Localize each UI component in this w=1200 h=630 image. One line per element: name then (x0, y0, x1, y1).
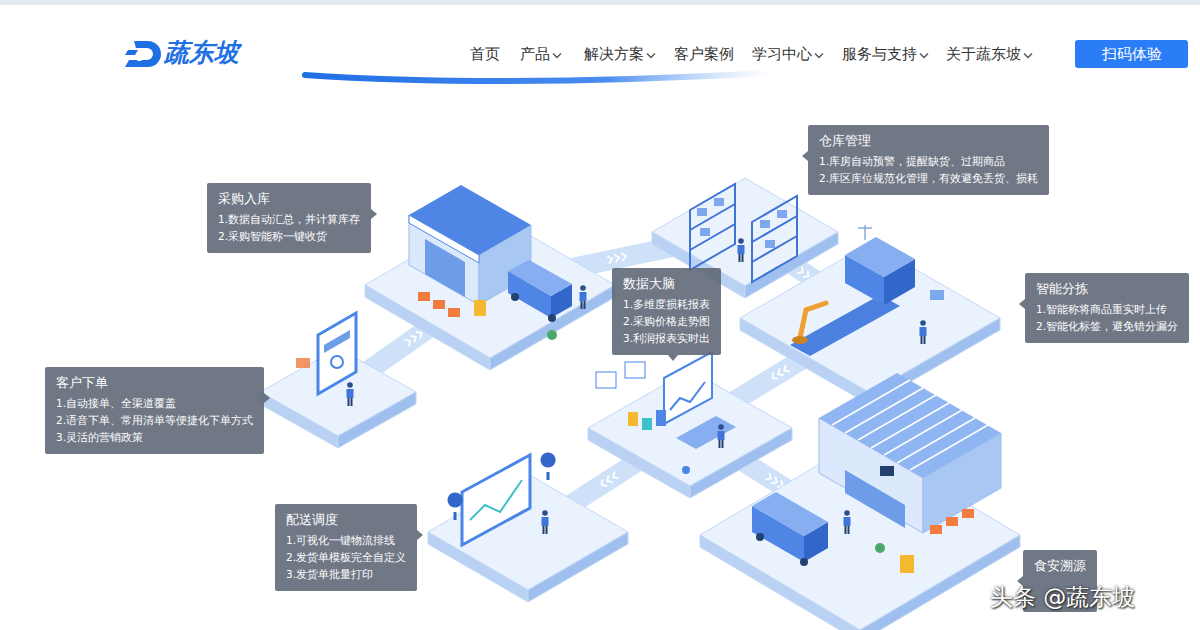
callout-item: 3.发货单批量打印 (286, 566, 406, 583)
logo-icon (125, 41, 161, 67)
callout-item: 2.语音下单、常用清单等便捷化下单方式 (56, 412, 253, 429)
nav-item: 首页 (470, 45, 500, 64)
callout-heading: 食安溯源 (1034, 557, 1086, 575)
callout-item: 2.库区库位规范化管理，有效避免丢货、损耗 (819, 170, 1038, 187)
callout-item: 2.采购价格走势图 (623, 313, 710, 330)
nav-chevron (552, 52, 562, 60)
callout-item: 1.库房自动预警，提醒缺货、过期商品 (819, 153, 1038, 170)
cta-button: 扫码体验 (1075, 40, 1188, 68)
nav-item: 产品 (520, 45, 550, 64)
callout-heading: 智能分拣 (1036, 280, 1178, 298)
callout-box: 配送调度 1.可视化一键物流排线2.发货单模板完全自定义3.发货单批量打印 (275, 504, 417, 591)
order-phone (296, 313, 356, 406)
nav-swoosh (305, 73, 770, 81)
platforms (260, 178, 1020, 630)
callout-item: 2.发货单模板完全自定义 (286, 549, 406, 566)
nav-chevron (1023, 52, 1033, 60)
nav-chevron-path (815, 53, 823, 57)
callout-item: 1.数据自动汇总，并计算库存 (218, 211, 360, 228)
callout-item: 2.智能化标签，避免错分漏分 (1036, 318, 1178, 335)
nav-chevron-path (553, 53, 561, 57)
callout-heading: 采购入库 (218, 190, 360, 208)
nav-chevron (646, 52, 656, 60)
nav-chevron-path (920, 53, 928, 57)
nav-item: 解决方案 (584, 45, 644, 64)
nav-chevron-path (1024, 53, 1032, 57)
callout-heading: 数据大脑 (623, 275, 710, 293)
warehouse-building (409, 185, 587, 340)
nav-item: 客户案例 (674, 45, 734, 64)
callout-item: 3.灵活的营销政策 (56, 429, 253, 446)
callout-heading: 配送调度 (286, 511, 406, 529)
callout-box: 数据大脑 1.多维度损耗报表2.采购价格走势图3.利润报表实时出 (612, 268, 721, 355)
callout-heading: 仓库管理 (819, 132, 1038, 150)
nav-chevron-path (647, 53, 655, 57)
data-screen (596, 352, 736, 474)
callout-item: 2.采购智能称一键收货 (218, 228, 360, 245)
callout-item: 1.自动接单、全渠道覆盖 (56, 395, 253, 412)
logo-text: 蔬东坡 (164, 36, 239, 69)
sorting-line (790, 225, 944, 356)
callout-box: 客户下单 1.自动接单、全渠道覆盖2.语音下单、常用清单等便捷化下单方式3.灵活的… (45, 367, 264, 454)
nav-chevron (919, 52, 929, 60)
nav-item: 服务与支持 (842, 45, 917, 64)
trace-warehouse (752, 373, 1001, 573)
watermark: 头条 @蔬东坡 (990, 582, 1135, 613)
callout-box: 智能分拣 1.智能称将商品重实时上传2.智能化标签，避免错分漏分 (1025, 273, 1189, 343)
nav-chevron (814, 52, 824, 60)
callout-item: 1.智能称将商品重实时上传 (1036, 301, 1178, 318)
callout-box: 采购入库 1.数据自动汇总，并计算库存2.采购智能称一键收货 (207, 183, 371, 253)
callout-item: 1.多维度损耗报表 (623, 296, 710, 313)
callout-heading: 客户下单 (56, 374, 253, 392)
dispatch-map (449, 454, 554, 545)
top-strip (0, 0, 1200, 5)
button-text: 扫码体验 (1102, 45, 1162, 64)
callout-box: 仓库管理 1.库房自动预警，提醒缺货、过期商品2.库区库位规范化管理，有效避免丢货… (808, 125, 1049, 195)
nav-item: 关于蔬东坡 (946, 45, 1021, 64)
callout-item: 1.可视化一键物流排线 (286, 532, 406, 549)
callout-item: 3.利润报表实时出 (623, 330, 710, 347)
nav-item: 学习中心 (752, 45, 812, 64)
